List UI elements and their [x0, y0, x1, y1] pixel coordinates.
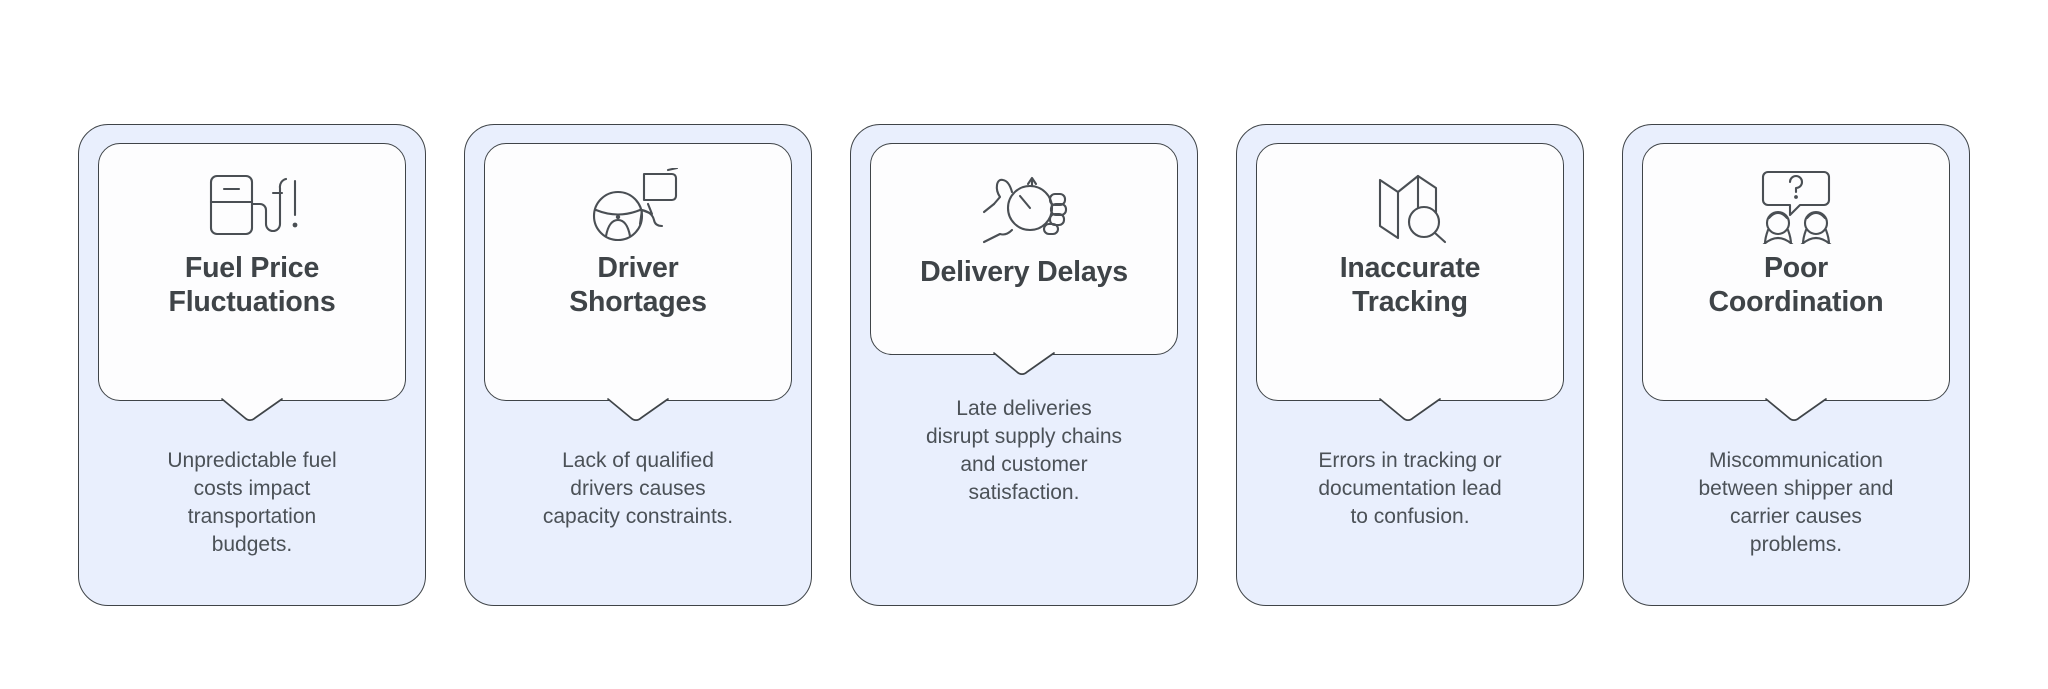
card-title: Poor Coordination [1708, 252, 1884, 318]
card-body: Errors in tracking or documentation lead… [1318, 449, 1502, 529]
card-body: Lack of qualified drivers causes capacit… [542, 449, 734, 529]
bubble-tail [993, 347, 1055, 375]
speech-bubble: Delivery Delays [870, 143, 1178, 375]
bubble-tail [1765, 393, 1827, 421]
bubble-tail [1379, 393, 1441, 421]
steering-wheel-speech-bubble-icon [579, 166, 697, 246]
folded-map-magnifier-icon [1351, 166, 1469, 246]
card-poor-coordination[interactable]: Poor Coordination Miscommunication betwe… [1622, 124, 1970, 606]
speech-bubble: Driver Shortages [484, 143, 792, 421]
bubble-tail [221, 393, 283, 421]
card-body: Late deliveries disrupt supply chains an… [925, 397, 1123, 505]
card-title: Inaccurate Tracking [1339, 252, 1481, 318]
card-inaccurate-tracking[interactable]: Inaccurate Tracking Errors in tracking o… [1236, 124, 1584, 606]
card-title: Driver Shortages [569, 252, 707, 318]
card-delivery-delays[interactable]: Delivery Delays Late deliveries disrupt … [850, 124, 1198, 606]
speech-bubble: Inaccurate Tracking [1256, 143, 1564, 421]
card-body: Unpredictable fuel costs impact transpor… [167, 449, 337, 557]
card-body: Miscommunication between shipper and car… [1698, 449, 1894, 557]
speech-bubble: Fuel Price Fluctuations [98, 143, 406, 421]
bubble-tail [607, 393, 669, 421]
card-title: Fuel Price Fluctuations [168, 252, 336, 318]
speech-bubble: Poor Coordination [1642, 143, 1950, 421]
card-title: Delivery Delays [920, 256, 1128, 288]
two-people-question-bubble-icon [1737, 166, 1855, 246]
card-fuel-price-fluctuations[interactable]: Fuel Price Fluctuations Unpredictable fu… [78, 124, 426, 606]
fuel-pump-alert-icon [193, 166, 311, 246]
card-driver-shortages[interactable]: Driver Shortages Lack of qualified drive… [464, 124, 812, 606]
hand-holding-stopwatch-icon [965, 166, 1083, 246]
